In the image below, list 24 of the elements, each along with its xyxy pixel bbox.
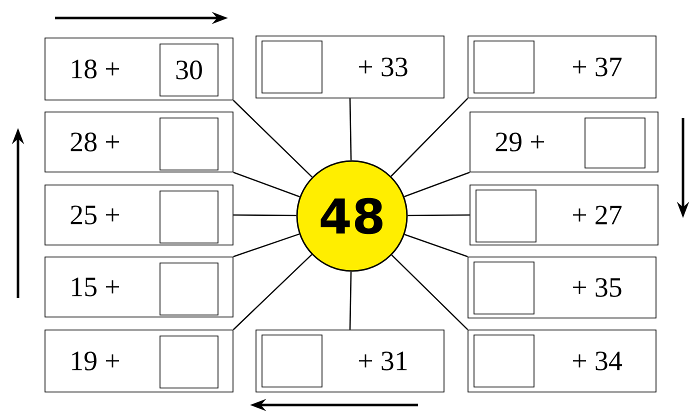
- answer-box: [262, 40, 322, 94]
- answer-box: [160, 118, 218, 170]
- answer-box: [262, 334, 322, 388]
- answer-box: [160, 336, 218, 388]
- answer-box: 30: [160, 44, 218, 96]
- answer-box: [474, 334, 534, 388]
- connector-line: [349, 272, 352, 330]
- connector-line: [404, 234, 468, 258]
- answer-box: [474, 262, 534, 314]
- connector-line: [408, 214, 470, 216]
- connector-line: [233, 214, 296, 216]
- answer-box: [160, 262, 218, 316]
- connector-line: [232, 254, 312, 330]
- answer-box: [474, 40, 534, 94]
- connector-line: [390, 98, 468, 177]
- answer-box: [160, 190, 218, 244]
- connector-line: [233, 233, 300, 258]
- connector-line: [391, 254, 468, 330]
- connector-line: [232, 100, 313, 178]
- connector-line: [233, 172, 300, 198]
- answer-box: [584, 118, 646, 168]
- answer-box: [476, 190, 536, 242]
- connector-line: [404, 172, 470, 198]
- connector-line: [349, 98, 352, 160]
